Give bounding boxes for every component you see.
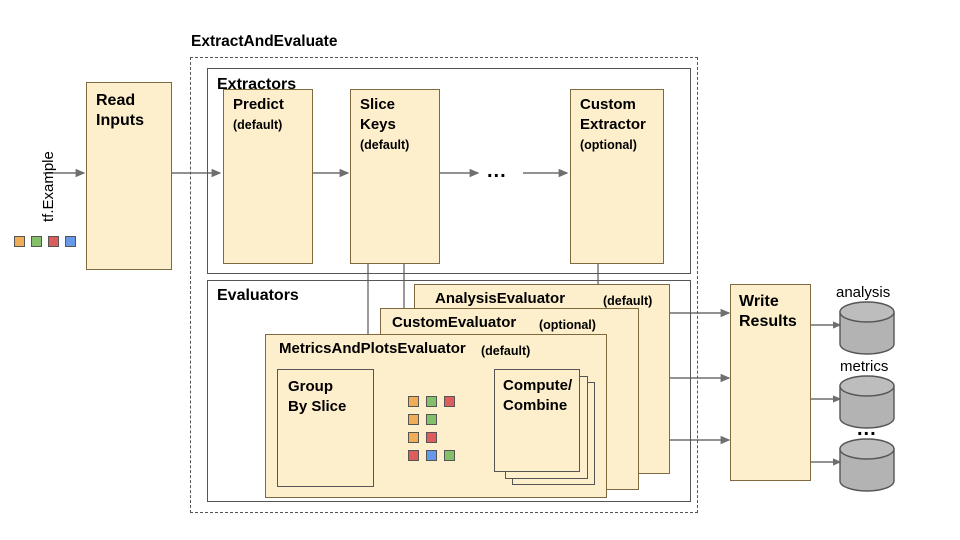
tf-example-label: tf.Example (40, 151, 57, 222)
extract-and-evaluate-title: ExtractAndEvaluate (191, 33, 338, 50)
legend-square-orange (14, 236, 25, 247)
evaluator-custom-qualifier: (optional) (539, 318, 596, 332)
extractor-slice-keys-box[interactable]: Slice Keys (default) (350, 89, 440, 264)
slice-square (426, 414, 437, 425)
write-results-box[interactable]: Write Results (730, 284, 811, 481)
extractor-predict-box[interactable]: Predict (default) (223, 89, 313, 264)
write-results-line2: Results (739, 313, 797, 330)
evaluators-section-label: Evaluators (217, 287, 299, 304)
legend-square-red (48, 236, 59, 247)
evaluator-analysis-qualifier: (default) (603, 294, 653, 308)
slice-square (408, 432, 419, 443)
slice-square (408, 396, 419, 407)
slice-square (444, 396, 455, 407)
compute-combine-card-front[interactable]: Compute/ Combine (494, 369, 580, 472)
read-inputs-line2: Inputs (96, 112, 144, 129)
compute-combine-line2: Combine (503, 397, 568, 414)
cylinder-analysis (839, 301, 895, 355)
extractor-custom-box[interactable]: Custom Extractor (optional) (570, 89, 664, 264)
evaluator-analysis-title: AnalysisEvaluator (435, 290, 566, 307)
slice-square (426, 396, 437, 407)
group-by-slice-line2: By Slice (288, 398, 347, 415)
extractor-slice-keys-title-2: Keys (360, 116, 396, 133)
evaluator-metrics-qualifier: (default) (481, 344, 531, 358)
extractor-predict-title: Predict (233, 96, 284, 113)
extract-and-evaluate-container (190, 57, 698, 513)
compute-combine-line1: Compute/ (503, 377, 573, 394)
extractors-container: Extractors (207, 68, 691, 274)
read-inputs-line1: Read (96, 92, 136, 109)
extractors-section-label: Extractors (217, 76, 297, 93)
extractor-slice-keys-qualifier: (default) (360, 138, 410, 152)
slice-square (408, 450, 419, 461)
read-inputs-box[interactable]: Read Inputs (86, 82, 172, 270)
slice-square (426, 450, 437, 461)
legend-square-green (31, 236, 42, 247)
legend-square-blue (65, 236, 76, 247)
extractor-custom-title-2: Extractor (580, 116, 646, 133)
slice-square (408, 414, 419, 425)
evaluator-metrics-title: MetricsAndPlotsEvaluator (279, 340, 466, 357)
extractor-custom-title-1: Custom (580, 96, 636, 113)
extractors-ellipsis: ... (487, 160, 507, 182)
extractor-predict-qualifier: (default) (233, 118, 283, 132)
sink-ellipsis: ... (857, 418, 877, 440)
slice-square (426, 432, 437, 443)
sink-label-metrics: metrics (840, 358, 889, 375)
write-results-line1: Write (739, 293, 779, 310)
sink-label-analysis: analysis (836, 284, 891, 301)
evaluator-custom-title: CustomEvaluator (392, 314, 517, 331)
evaluators-container: Evaluators (207, 280, 691, 502)
slice-square (444, 450, 455, 461)
extractor-slice-keys-title-1: Slice (360, 96, 396, 113)
group-by-slice-box[interactable]: Group By Slice (277, 369, 374, 487)
extractor-custom-qualifier: (optional) (580, 138, 637, 152)
cylinder-other (839, 438, 895, 492)
group-by-slice-line1: Group (288, 378, 333, 395)
